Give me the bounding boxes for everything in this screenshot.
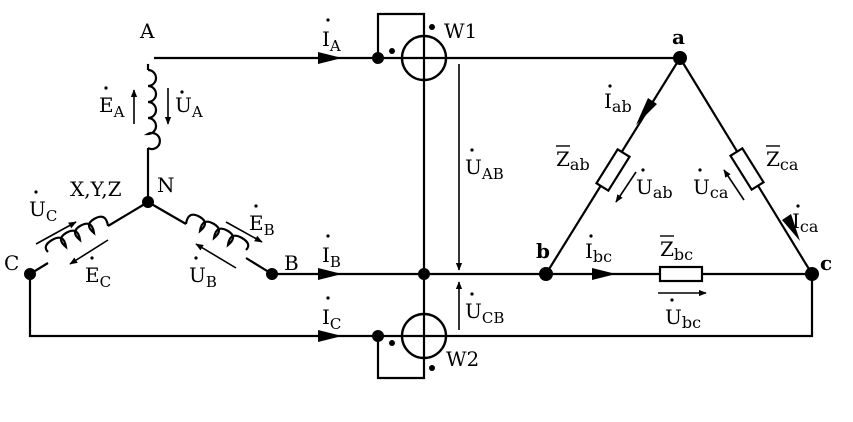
arrow-i-b [318, 268, 342, 280]
svg-text:EC: EC [85, 263, 111, 291]
qty-i-bc: Ibc [585, 234, 612, 266]
svg-text:EA: EA [99, 93, 125, 121]
qty-z-ca: Zca [766, 145, 799, 174]
arrow-e-b [225, 221, 263, 243]
node-n-dot [142, 196, 154, 208]
arrow-i-c [318, 330, 342, 342]
junctions [24, 51, 819, 342]
arrow-u-ab-load [615, 171, 637, 203]
qty-i-ca: Ica [792, 204, 819, 236]
arrow-u-b [195, 243, 237, 269]
label-w1: W1 [444, 19, 477, 43]
svg-text:Ubc: Ubc [665, 305, 701, 332]
w2-current-in-dot [372, 330, 384, 342]
voltage-arrows [35, 64, 745, 330]
qty-u-bc-load: Ubc [665, 298, 701, 332]
phase-c-coil [44, 215, 110, 253]
svg-text:IB: IB [322, 243, 341, 271]
phase-b-lead-1 [147, 201, 187, 225]
svg-text:Zab: Zab [556, 147, 590, 174]
svg-text:UB: UB [189, 263, 217, 291]
qty-i-b: IB [322, 234, 341, 271]
label-node-XYZ: X,Y,Z [70, 177, 122, 201]
node-a-terminal [142, 52, 154, 64]
svg-text:UCB: UCB [465, 299, 504, 327]
svg-text:Iab: Iab [604, 89, 632, 116]
label-w2: W2 [446, 347, 479, 371]
qty-u-cb: UCB [465, 292, 504, 327]
svg-text:EB: EB [249, 211, 275, 239]
svg-text:Uab: Uab [636, 175, 673, 202]
line-current-arrows [318, 52, 800, 342]
impedance-z-ca [728, 146, 766, 192]
qty-e-c: EC [85, 256, 111, 291]
impedance-z-bc [658, 265, 704, 283]
label-node-b: b [536, 239, 550, 263]
w2-polarity-dot-current [389, 340, 395, 346]
arrow-i-ca [782, 214, 800, 241]
svg-text:UAB: UAB [465, 155, 504, 183]
label-node-B: B [284, 251, 299, 275]
qty-z-ab: Zab [556, 145, 590, 174]
star-windings [29, 68, 273, 275]
arrow-e-c [69, 239, 109, 265]
label-node-N: N [157, 173, 175, 197]
label-node-c: c [820, 251, 832, 275]
arrow-u-ca-load [723, 169, 745, 201]
svg-text:Zca: Zca [766, 147, 799, 174]
svg-text:Zbc: Zbc [660, 237, 693, 264]
labels: A N X,Y,Z B C a b c W1 W2 IA IB IC EA UA [4, 18, 832, 371]
node-a-load-dot [673, 51, 687, 65]
w1-polarity-dot-voltage [429, 24, 435, 30]
node-b-terminal [266, 268, 278, 280]
arrow-i-a [318, 52, 342, 64]
w1-polarity-dot-current [389, 48, 395, 54]
qty-i-a: IA [322, 18, 341, 55]
label-node-a: a [672, 25, 685, 49]
wattmeter-w2 [389, 312, 448, 371]
impedance-z-ab [594, 147, 632, 193]
node-c-load-dot [805, 267, 819, 281]
label-node-C: C [4, 251, 19, 275]
node-b-load-dot [539, 267, 553, 281]
phase-a-coil [147, 68, 161, 151]
phase-c-lead-1 [107, 201, 149, 227]
qty-u-c: UC [29, 190, 57, 225]
bus-b-junction [418, 268, 430, 280]
qty-u-ab: UAB [465, 148, 504, 183]
svg-text:Uca: Uca [693, 175, 729, 202]
w2-polarity-dot-voltage [429, 365, 435, 371]
qty-u-ca-load: Uca [693, 168, 729, 202]
qty-u-a: UA [175, 90, 203, 121]
qty-i-c: IC [322, 296, 341, 333]
qty-z-bc: Zbc [660, 235, 693, 264]
wattmeter-w1 [389, 24, 448, 82]
svg-text:Ibc: Ibc [585, 239, 612, 266]
arrow-i-bc [592, 268, 616, 280]
svg-text:IC: IC [322, 305, 341, 333]
svg-text:UA: UA [175, 93, 203, 121]
arrow-i-ab [636, 98, 657, 125]
w1-current-in-dot [372, 52, 384, 64]
qty-u-b: UB [189, 256, 217, 291]
arrow-u-c [35, 221, 77, 245]
qty-u-ab-load: Uab [636, 168, 673, 202]
svg-text:Ica: Ica [792, 209, 819, 236]
phase-b-coil [184, 213, 250, 251]
qty-i-ab: Iab [604, 84, 632, 116]
svg-text:UC: UC [29, 197, 57, 225]
qty-e-b: EB [249, 204, 275, 239]
node-c-terminal [24, 268, 36, 280]
label-node-A: A [139, 19, 155, 43]
qty-e-a: EA [99, 86, 125, 121]
svg-text:IA: IA [322, 27, 341, 55]
